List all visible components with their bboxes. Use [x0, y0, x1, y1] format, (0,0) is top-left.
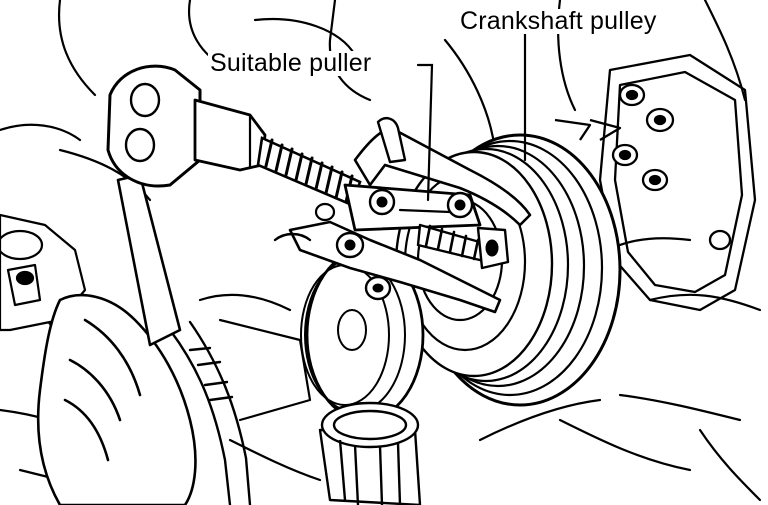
leader-lines	[416, 30, 527, 202]
ratchet-wrench	[106, 64, 267, 347]
bracket-bolt	[708, 229, 732, 251]
bracket-bolt	[618, 83, 646, 107]
ratchet-head-hole	[129, 82, 161, 118]
bracket-bolt	[645, 107, 675, 133]
label-suitable-puller: Suitable puller	[208, 49, 374, 77]
bracket-bolt	[641, 168, 669, 192]
bracket-bolt	[611, 143, 639, 167]
suitable-puller	[273, 116, 532, 314]
puller-arm-bolt	[335, 231, 365, 259]
timing-cover-bracket	[554, 53, 757, 312]
oil-filter	[318, 401, 422, 505]
leader-suitable-puller	[416, 63, 434, 202]
technician-hand	[36, 293, 197, 505]
hose	[168, 320, 252, 505]
label-crankshaft-pulley: Crankshaft pulley	[458, 7, 659, 35]
yoke-bolt	[446, 191, 474, 219]
puller-arm-bolt	[364, 275, 392, 301]
yoke-bolt	[368, 188, 396, 216]
ratchet-head-hole	[124, 127, 156, 163]
